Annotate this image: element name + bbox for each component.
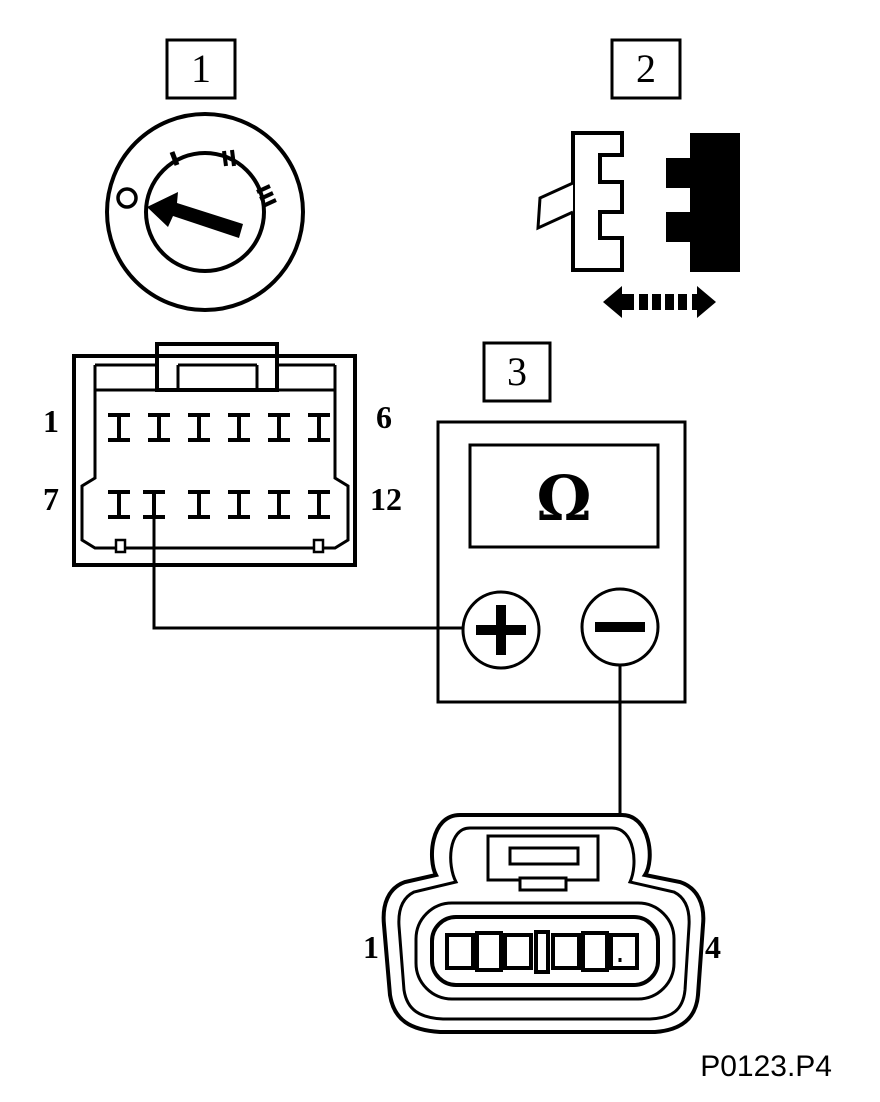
ecu-pin-row-bottom	[108, 490, 330, 519]
ecu-pin-label-1: 1	[43, 403, 59, 439]
ohmmeter-display	[468, 443, 660, 549]
plug-half-white	[571, 131, 624, 272]
ecu-latch	[155, 342, 279, 392]
step-3-group: 3	[482, 341, 552, 403]
ignition-switch-icon	[105, 112, 305, 312]
ecu-pin-label-6: 6	[376, 399, 392, 435]
step-1-group: 1	[165, 38, 237, 100]
step-1-box	[165, 38, 237, 100]
sensor-face-inner	[430, 915, 660, 987]
sensor-pin-label-1: 1	[363, 929, 379, 965]
ecu-housing-outer	[72, 354, 357, 567]
position-2-mark	[222, 149, 236, 167]
negative-terminal-icon	[580, 587, 660, 667]
ecu-pin-label-12: 12	[370, 481, 402, 517]
ecu-housing-inner	[80, 388, 350, 550]
sensor-housing-outer	[381, 813, 706, 1034]
ecu-pin-label-7: 7	[43, 481, 59, 517]
step-3-number: 3	[507, 349, 527, 394]
ohm-symbol: Ω	[536, 462, 591, 535]
positive-test-lead	[152, 510, 463, 630]
connector-disconnect-icon	[536, 131, 740, 272]
reference-code: P0123.P4	[700, 1050, 832, 1083]
key-arrow-icon	[147, 192, 243, 238]
sensor-housing-ring	[397, 826, 691, 1021]
sensor-pin-cavities	[445, 930, 639, 974]
step-2-group: 2	[610, 38, 682, 100]
step-1-number: 1	[191, 46, 211, 91]
sensor-face-outer	[414, 901, 676, 1001]
position-off-mark	[116, 187, 138, 209]
ecu-pin-row-top	[108, 413, 330, 442]
ecu-connector: 1 6 7 12	[43, 342, 402, 567]
step-3-box	[482, 341, 552, 403]
position-3-mark	[256, 184, 277, 208]
sensor-connector: 1 4	[363, 813, 721, 1034]
position-1-mark	[169, 151, 180, 166]
double-arrow-icon	[603, 286, 716, 318]
step-2-number: 2	[636, 46, 656, 91]
step-2-box	[610, 38, 682, 100]
socket-half-black	[666, 133, 740, 272]
plug-release-tab	[536, 181, 574, 231]
positive-terminal-icon	[461, 590, 541, 670]
sensor-pin-label-4: 4	[705, 929, 721, 965]
ohmmeter: Ω	[436, 420, 687, 704]
